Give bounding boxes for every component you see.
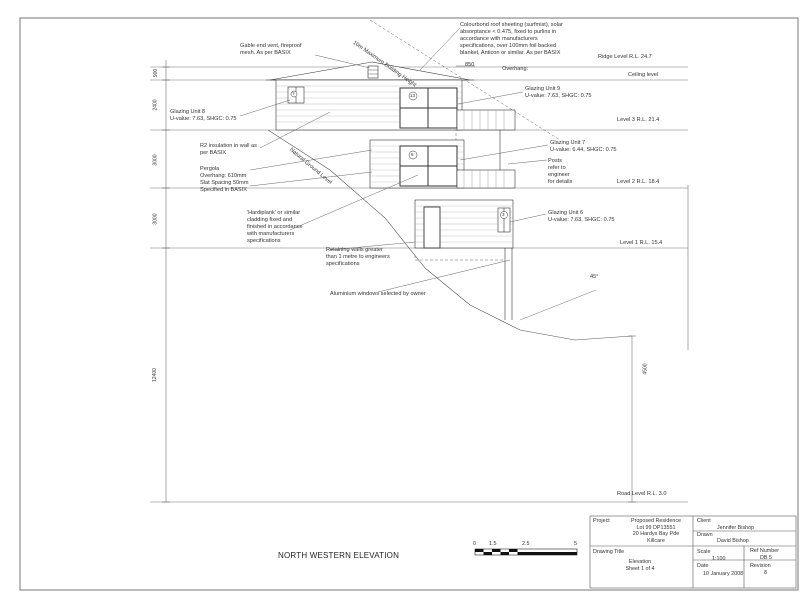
drawing-title-label: Drawing Title	[593, 549, 625, 555]
retaining-walls-note: Retaining walls greater than 1 metre to …	[326, 247, 390, 267]
overhang-note: Overhang:	[502, 66, 529, 72]
revision-label: Revision	[750, 563, 771, 569]
top-storey	[266, 61, 516, 131]
ref-number-label: Ref Number	[750, 548, 780, 554]
aluminium-windows-note: Aluminium windows selected by owner	[330, 291, 426, 297]
client-value: Jennifer Bishop	[717, 525, 755, 531]
revision-value: 8	[764, 570, 767, 576]
drawing-title: NORTH WESTERN ELEVATION	[278, 551, 400, 560]
r2-insulation-note: R2 insulation in wall as per BASIX	[200, 143, 257, 156]
drawn-value: David Bishop	[717, 538, 749, 544]
middle-storey	[369, 130, 516, 189]
ridge-level-label: Ridge Level R.L. 24.7	[598, 54, 652, 60]
project-label: Project	[593, 518, 610, 524]
lower-storey	[414, 199, 514, 320]
title-block	[589, 515, 797, 589]
drawn-label: Drawn	[697, 532, 713, 538]
angle-label: 45°	[590, 274, 599, 280]
glazing-unit-6-note: Glazing Unit 6 U-value: 7.63, SHGC: 0.75	[548, 210, 615, 223]
ref-number-value: DB 5	[760, 555, 772, 561]
natural-ground-line	[267, 129, 633, 341]
drawing-title-value: Elevation Sheet 1 of 4	[625, 559, 655, 572]
road-level-label: Road Level R.L. 3.0	[617, 491, 667, 497]
dimension-3000-upper: 3000	[152, 154, 159, 166]
ceiling-level-label: Ceiling level	[628, 72, 659, 78]
date-label: Date	[697, 563, 709, 569]
dimension-12400: 12400	[151, 368, 158, 382]
glazing-unit-7-note: Glazing Unit 7 U-value: 6.44, SHGC: 0.75	[550, 140, 617, 153]
dashed-base	[414, 255, 505, 261]
window-tag-13: 13	[410, 93, 416, 98]
glazing-unit-9-note: Glazing Unit 9 U-value: 7.63, SHGC: 0.75	[525, 86, 592, 99]
scale-bar	[474, 548, 578, 556]
leader-lines	[239, 27, 549, 293]
gable-vent-note: Gable end vent, fireproof mesh. As per B…	[240, 43, 302, 56]
roof-sheeting-note: Colourbond roof sheeting (surfmist), sol…	[460, 22, 563, 56]
ground-45-line	[519, 289, 597, 321]
dimension-4500: 4500	[642, 363, 649, 375]
dimension-900: 900	[153, 68, 160, 78]
glazing-unit-8-note: Glazing Unit 8 U-value: 7.63, SHGC: 0.75	[170, 109, 237, 122]
hardiplank-note: 'Hardiplank' or similar cladding fixed a…	[247, 210, 303, 244]
level-1-label: Level 1 R.L. 15.4	[620, 240, 663, 246]
right-dimension-line	[628, 335, 636, 503]
scale-tick-1-5: 1.5	[489, 541, 497, 547]
level-3-label: Level 3 R.L. 21.4	[617, 117, 660, 123]
scale-tick-5: 5	[574, 541, 577, 547]
window-tag-3: 3	[502, 212, 505, 217]
level-2-label: Level 2 R.L. 18.4	[617, 179, 660, 185]
pergola-note: Pergola Overhang: 610mm Slat Spacing 50m…	[200, 166, 249, 193]
scale-label: Scale	[697, 549, 711, 555]
window-tag-unknown: ?	[292, 91, 295, 96]
date-value: 10 January 2008	[703, 571, 744, 577]
posts-note: Posts refer to engineer for details	[548, 158, 573, 185]
project-value: Proposed Residence Lot 99 DP13551 20 Har…	[630, 518, 682, 544]
scale-value: 1:100	[712, 556, 726, 562]
sheet-border	[19, 17, 799, 591]
dimension-3000-lower: 3000	[152, 213, 159, 225]
client-label: Client	[697, 518, 711, 524]
window-tag-8: 8	[411, 152, 414, 157]
overhang-dimension: 850	[465, 62, 475, 68]
scale-tick-2-5: 2.5	[522, 541, 530, 547]
level-lines	[150, 66, 688, 503]
dimension-2400: 2400	[152, 99, 159, 111]
vertical-dimension-line	[162, 60, 170, 503]
scale-tick-0: 0	[473, 541, 476, 547]
window-tags	[290, 90, 508, 219]
